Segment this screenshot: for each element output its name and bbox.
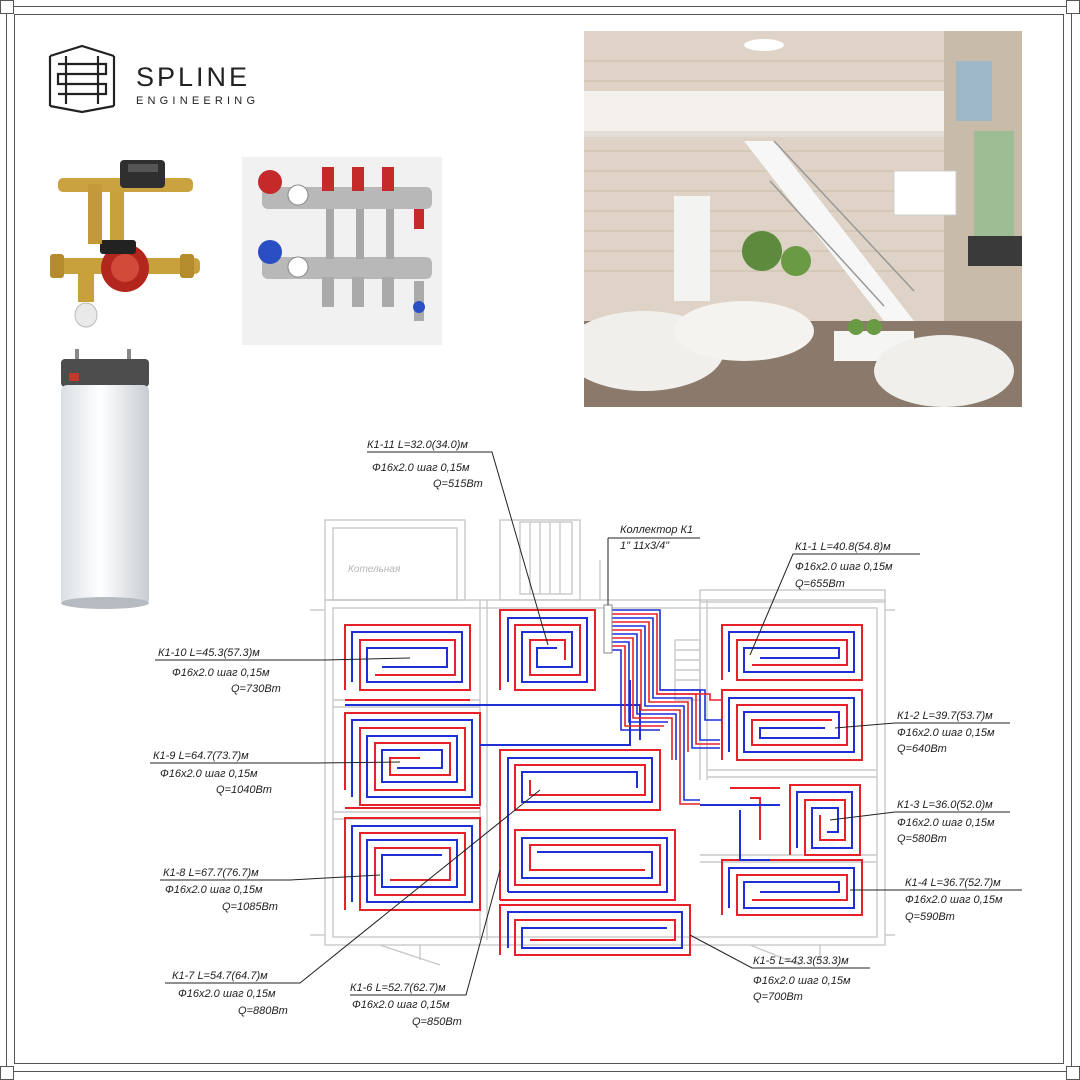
k1-1-pipe: Ф16х2.0 шаг 0,15м — [795, 561, 893, 573]
k1-3-title: К1-3 L=36.0(52.0)м — [897, 799, 993, 811]
k1-7-pipe: Ф16х2.0 шаг 0,15м — [178, 988, 276, 1000]
k1-8-title: К1-8 L=67.7(76.7)м — [163, 867, 259, 879]
k1-1-q: Q=655Вт — [795, 578, 845, 590]
k1-3-pipe: Ф16х2.0 шаг 0,15м — [897, 817, 995, 829]
k1-10-title: К1-10 L=45.3(57.3)м — [158, 647, 260, 659]
k1-10-pipe: Ф16х2.0 шаг 0,15м — [172, 667, 270, 679]
circuit-labels: К1-11 L=32.0(34.0)м Ф16х2.0 шаг 0,15м Q=… — [153, 439, 1003, 1028]
boiler-room-label: Котельная — [348, 564, 401, 575]
return-pipes — [345, 617, 855, 949]
collector-bundle — [612, 609, 722, 805]
k1-9-pipe: Ф16х2.0 шаг 0,15м — [160, 768, 258, 780]
k1-10-q: Q=730Вт — [231, 683, 281, 695]
inner-frame — [14, 14, 1064, 1064]
k1-9-q: Q=1040Вт — [216, 784, 272, 796]
brand-title: SPLINE — [136, 62, 251, 92]
k1-5-pipe: Ф16х2.0 шаг 0,15м — [753, 975, 851, 987]
leader-lines — [150, 451, 1022, 996]
water-heater-image — [55, 347, 155, 612]
k1-2-title: К1-2 L=39.7(53.7)м — [897, 710, 993, 722]
k1-11-pipe: Ф16х2.0 шаг 0,15м — [372, 462, 470, 474]
k1-4-pipe: Ф16х2.0 шаг 0,15м — [905, 894, 1003, 906]
k1-1-title: К1-1 L=40.8(54.8)м — [795, 541, 891, 553]
k1-8-q: Q=1085Вт — [222, 901, 278, 913]
k1-8-pipe: Ф16х2.0 шаг 0,15м — [165, 884, 263, 896]
k1-3-q: Q=580Вт — [897, 833, 947, 845]
k1-6-title: К1-6 L=52.7(62.7)м — [350, 982, 446, 994]
logo-mark-icon — [48, 44, 116, 114]
outer-frame — [6, 6, 1072, 1072]
k1-2-q: Q=640Вт — [897, 743, 947, 755]
collector-title: Коллектор К1 — [620, 524, 693, 536]
interior-photo — [584, 31, 1022, 407]
brand-subtitle: ENGINEERING — [136, 95, 260, 107]
k1-7-title: К1-7 L=54.7(64.7)м — [172, 970, 268, 982]
collector-size: 1" 11х3/4" — [620, 540, 670, 552]
collector-k1 — [603, 604, 613, 654]
k1-11-title: К1-11 L=32.0(34.0)м — [367, 439, 468, 451]
frame-corner — [0, 0, 14, 14]
building-walls — [310, 519, 895, 966]
k1-9-title: К1-9 L=64.7(73.7)м — [153, 750, 249, 762]
k1-4-q: Q=590Вт — [905, 911, 955, 923]
k1-2-pipe: Ф16х2.0 шаг 0,15м — [897, 727, 995, 739]
k1-11-q: Q=515Вт — [433, 478, 483, 490]
k1-6-q: Q=850Вт — [412, 1016, 462, 1028]
k1-6-pipe: Ф16х2.0 шаг 0,15м — [352, 999, 450, 1011]
k1-5-title: К1-5 L=43.3(53.3)м — [753, 955, 849, 967]
manifold-image — [242, 157, 442, 345]
spline-logo: SPLINE ENGINEERING — [44, 44, 304, 114]
k1-4-title: К1-4 L=36.7(52.7)м — [905, 877, 1001, 889]
pump-group-image — [40, 160, 205, 330]
k1-5-q: Q=700Вт — [753, 991, 803, 1003]
k1-7-q: Q=880Вт — [238, 1005, 288, 1017]
collector-callout: Коллектор К1 1" 11х3/4" — [607, 524, 700, 605]
